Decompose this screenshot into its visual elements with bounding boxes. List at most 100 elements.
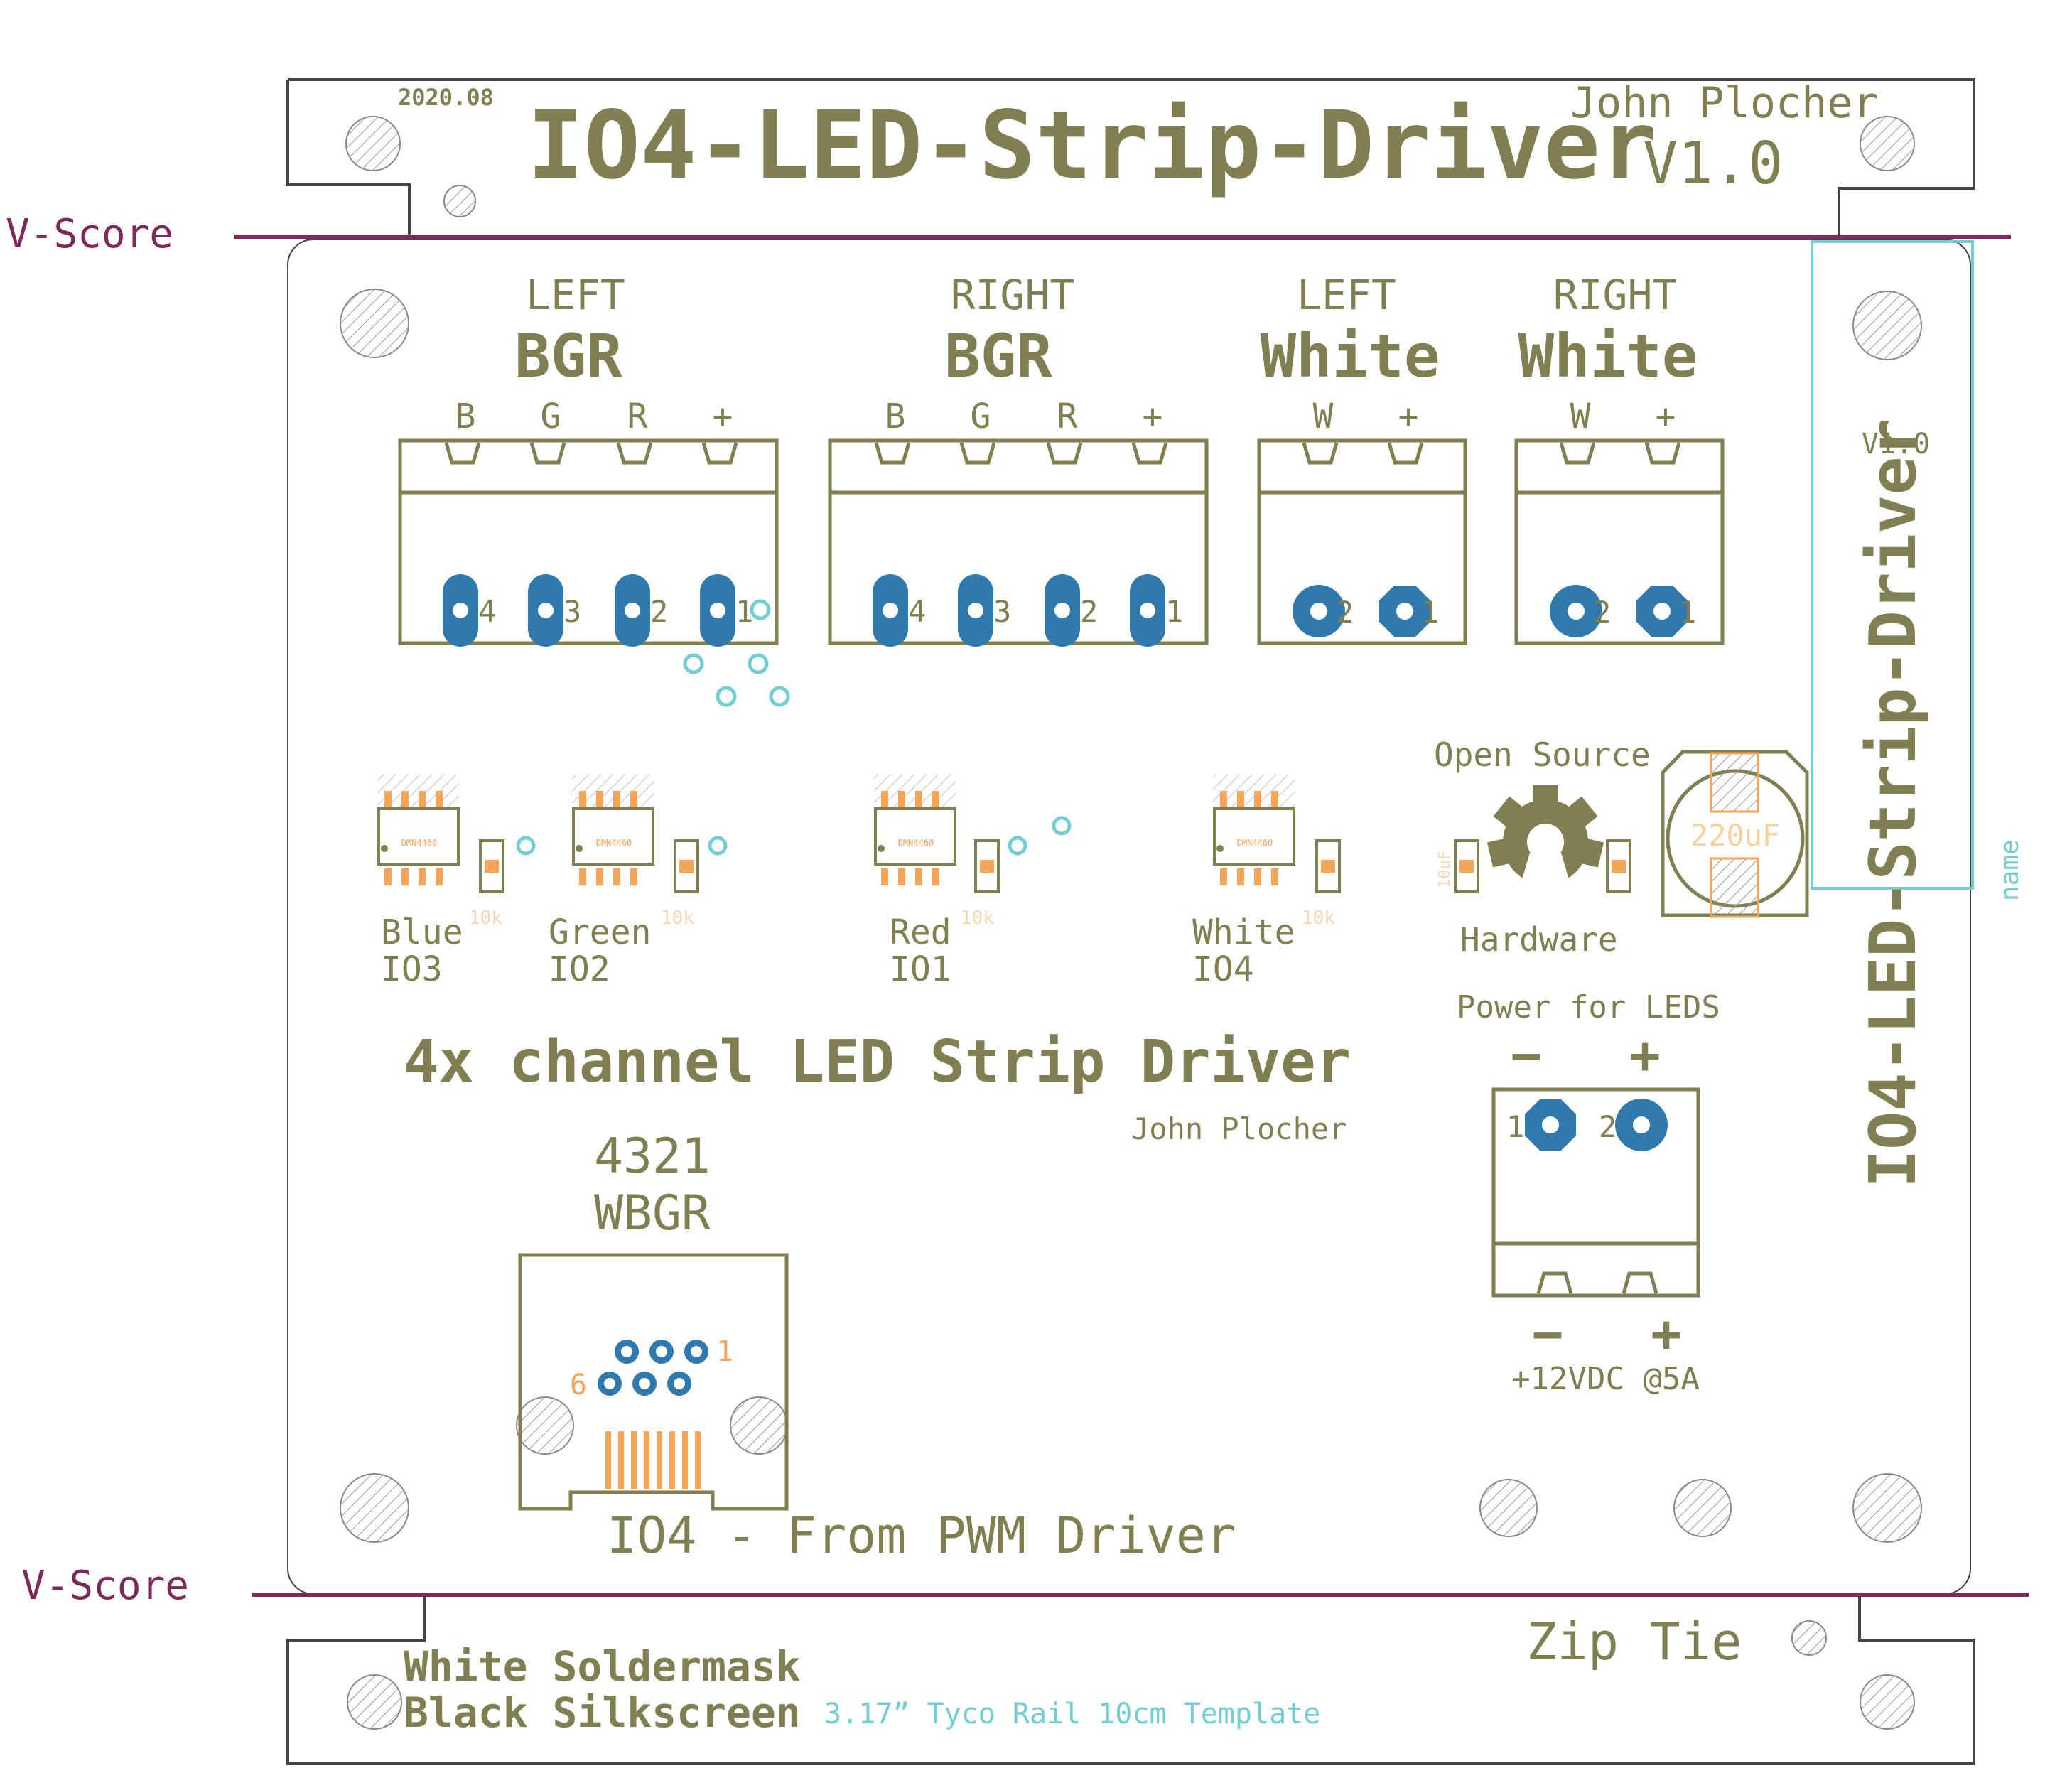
zip-tie-label: Zip Tie (1526, 1612, 1742, 1671)
chip-label: DMN4460 (401, 838, 438, 848)
power-minus-top: − (1511, 1025, 1541, 1085)
connector-left-bgr: LEFT BGR B G R + 4 3 2 1 (398, 271, 779, 647)
connector-type-label: BGR (944, 321, 1052, 391)
pin-number: 1 (1421, 595, 1439, 630)
connector-left-white: LEFT White W + 2 1 (1257, 271, 1467, 645)
oshw-bottom-label: Hardware (1460, 920, 1618, 959)
connector-type-label: White (1261, 321, 1440, 391)
resistor-value: 10k (661, 907, 694, 929)
pin-label: W (1570, 397, 1591, 436)
channel-green: DMN4460 10k Green IO2 (549, 775, 699, 989)
rj-digits: 4321 (594, 1128, 711, 1185)
chip-label: DMN4460 (1237, 838, 1273, 848)
connector-right-white: RIGHT White W + 2 1 (1514, 271, 1725, 645)
cap-value: 10uF (1436, 851, 1454, 888)
channel-red: DMN4460 10k Red IO1 (874, 775, 1000, 989)
chip-label: DMN4460 (596, 838, 632, 848)
pin-label: + (713, 397, 733, 436)
via-icon (716, 686, 737, 707)
pin-number: 4 (478, 594, 496, 629)
name-box (1811, 240, 1974, 890)
mounting-hole-icon (1673, 1479, 1732, 1537)
via-icon (1008, 836, 1027, 856)
pin-number: 4 (908, 594, 926, 629)
vias (516, 599, 1072, 856)
footer-line2: Black Silkscreen (404, 1688, 801, 1737)
mounting-hole-icon (730, 1396, 788, 1455)
pin-number: 2 (650, 594, 668, 629)
footer-template: 3.17” Tyco Rail 10cm Template (824, 1698, 1320, 1730)
resistor-value: 10k (1302, 907, 1335, 929)
power-rating: +12VDC @5A (1511, 1361, 1700, 1397)
pin-label: R (1057, 397, 1078, 436)
power-minus-bottom: − (1532, 1304, 1563, 1364)
power-connector: Power for LEDS − + 1 2 − + +12VDC @5A (1457, 989, 1720, 1397)
power-title: Power for LEDS (1457, 989, 1720, 1025)
side-version: V1.0 (1862, 428, 1930, 460)
pin-label: R (627, 397, 648, 436)
channel-io-label: IO2 (549, 949, 610, 989)
via-icon (683, 653, 704, 674)
via-icon (769, 686, 790, 707)
pin-label: + (1143, 397, 1163, 436)
connector-side-label: RIGHT (1553, 271, 1678, 319)
via-icon (708, 836, 728, 856)
mounting-hole-icon (1852, 291, 1922, 360)
pin-number: 2 (1080, 594, 1098, 629)
power-plus-top: + (1629, 1025, 1660, 1085)
rj-connector: 4321 WBGR 1 6 IO4 - From PWM Driver (518, 1128, 1236, 1565)
via-icon (750, 599, 771, 620)
capacitor-value: 220uF (1690, 818, 1780, 853)
rj-pin1: 1 (716, 1335, 733, 1368)
oshw-logo: Open Source Hardware 10uF (1434, 736, 1651, 959)
oshw-top-label: Open Source (1434, 736, 1651, 774)
resistor-value: 10k (469, 907, 502, 929)
footer-line1: White Soldermask (404, 1642, 801, 1691)
connector-right-bgr: RIGHT BGR B G R + 4 3 2 1 (828, 271, 1209, 647)
mounting-hole-icon (1860, 1674, 1915, 1730)
pin-number: 1 (1165, 594, 1183, 629)
pin-number: 3 (993, 594, 1011, 629)
mounting-hole-icon (1791, 1620, 1827, 1656)
pin-label: G (541, 397, 561, 436)
capacitor-220uf: 220uF (1661, 750, 1809, 918)
mounting-hole-icon (345, 116, 401, 171)
mounting-hole-icon (347, 1674, 402, 1730)
pin-label: + (1398, 397, 1419, 436)
pin-label: + (1656, 397, 1676, 436)
mounting-hole-icon (340, 1473, 409, 1543)
connector-type-label: BGR (514, 321, 622, 391)
vscore-top-label: V-Score (6, 211, 173, 257)
pin-number: 3 (563, 594, 581, 629)
rj-pin6: 6 (570, 1369, 587, 1401)
rj-label: IO4 - From PWM Driver (607, 1507, 1236, 1565)
via-icon (516, 836, 536, 856)
connector-side-label: RIGHT (951, 271, 1075, 319)
mounting-hole-icon (443, 185, 476, 217)
mounting-hole-icon (340, 289, 409, 358)
header-title: IO4-LED-Strip-Driver (527, 91, 1656, 200)
channel-io-label: IO4 (1192, 949, 1254, 989)
channel-color-label: Red (890, 912, 951, 952)
side-title: IO4-LED-Strip-Driver (1856, 418, 1931, 1188)
header-author: John Plocher (1570, 78, 1878, 128)
channel-io-label: IO1 (890, 949, 951, 989)
mounting-hole-icon (516, 1396, 574, 1455)
pin-label: G (971, 397, 991, 436)
connector-type-label: White (1518, 321, 1698, 391)
mounting-hole-icon (1852, 1473, 1922, 1543)
pin-number: 1 (1678, 595, 1696, 630)
channel-color-label: Green (549, 912, 652, 952)
open-source-hardware-gear-icon (1487, 785, 1604, 906)
channel-io-label: IO3 (381, 949, 443, 989)
via-icon (748, 653, 769, 674)
resistor-value: 10k (961, 907, 994, 929)
top-rail-outline (286, 78, 1975, 237)
channel-white: DMN4460 10k White IO4 (1192, 775, 1341, 989)
pin-label: B (455, 397, 476, 436)
header-version: V1.0 (1643, 130, 1783, 198)
channel-color-label: Blue (381, 912, 463, 952)
rj-colors: WBGR (594, 1185, 711, 1241)
bottom-rail-outline (286, 1595, 1975, 1765)
